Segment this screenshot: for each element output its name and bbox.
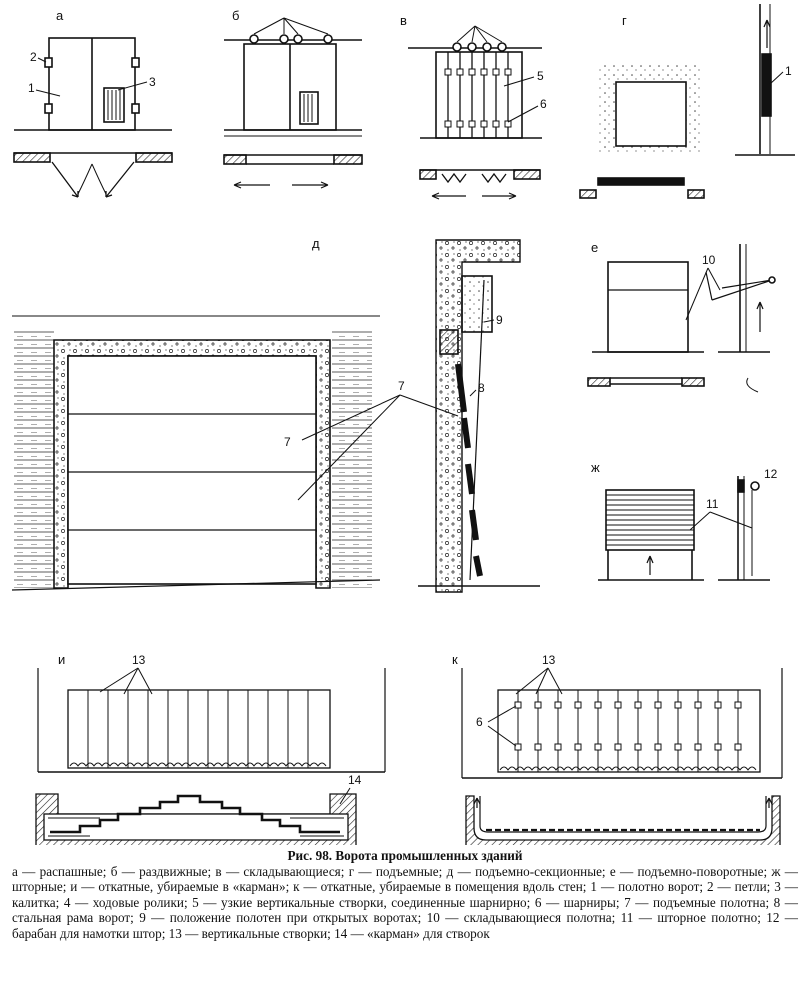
callout-13b: 13 [542, 653, 556, 667]
panel-label-zh: ж [591, 460, 600, 475]
callout-10: 10 [702, 253, 716, 267]
callout-9: 9 [496, 313, 503, 327]
panel-label-a: а [56, 8, 64, 23]
callout-3: 3 [149, 75, 156, 89]
callout-12: 12 [764, 467, 778, 481]
callout-1b: 1 [785, 64, 792, 78]
panel-label-g: г [622, 13, 627, 28]
panel-label-e: е [591, 240, 598, 255]
callout-7-side: 7 [398, 379, 405, 393]
panel-label-v: в [400, 13, 407, 28]
callout-13: 13 [132, 653, 146, 667]
panel-label-k: к [452, 652, 458, 667]
callout-6b: 6 [476, 715, 483, 729]
gate-types-figure: а 2 1 3 б [11, 4, 795, 845]
panel-k-wall-sliding: к 13 6 [452, 652, 783, 845]
panel-b-sliding-gate: б [223, 8, 363, 189]
callout-7: 7 [284, 435, 291, 449]
panel-i-pocket-sliding: и 13 14 [35, 652, 386, 845]
panel-v-folding-gate: в 5 6 [400, 13, 547, 200]
panel-a-swing-gate: а 2 1 3 [13, 8, 173, 198]
panel-zh-roller-shutter: ж 12 11 [591, 460, 778, 581]
panel-label-b: б [232, 8, 239, 23]
panel-d-sectional-gate: д 7 7 9 8 [11, 236, 540, 593]
caption-title: Рис. 98. Ворота промышленных зданий [287, 848, 523, 863]
panel-label-d: д [312, 236, 320, 251]
caption-legend: а — распашные; б — раздвижные; в — склад… [12, 863, 798, 941]
panel-e-lift-turn-gate: е 10 [587, 240, 776, 393]
callout-8: 8 [478, 381, 485, 395]
callout-5: 5 [537, 69, 544, 83]
panel-g-lifting-gate: г 1 [579, 4, 795, 199]
callout-11: 11 [706, 497, 719, 511]
callout-1: 1 [28, 81, 35, 95]
callout-14: 14 [348, 773, 362, 787]
callout-2: 2 [30, 50, 37, 64]
panel-label-i: и [58, 652, 65, 667]
callout-6: 6 [540, 97, 547, 111]
figure-caption: Рис. 98. Ворота промышленных зданий а — … [12, 848, 798, 942]
